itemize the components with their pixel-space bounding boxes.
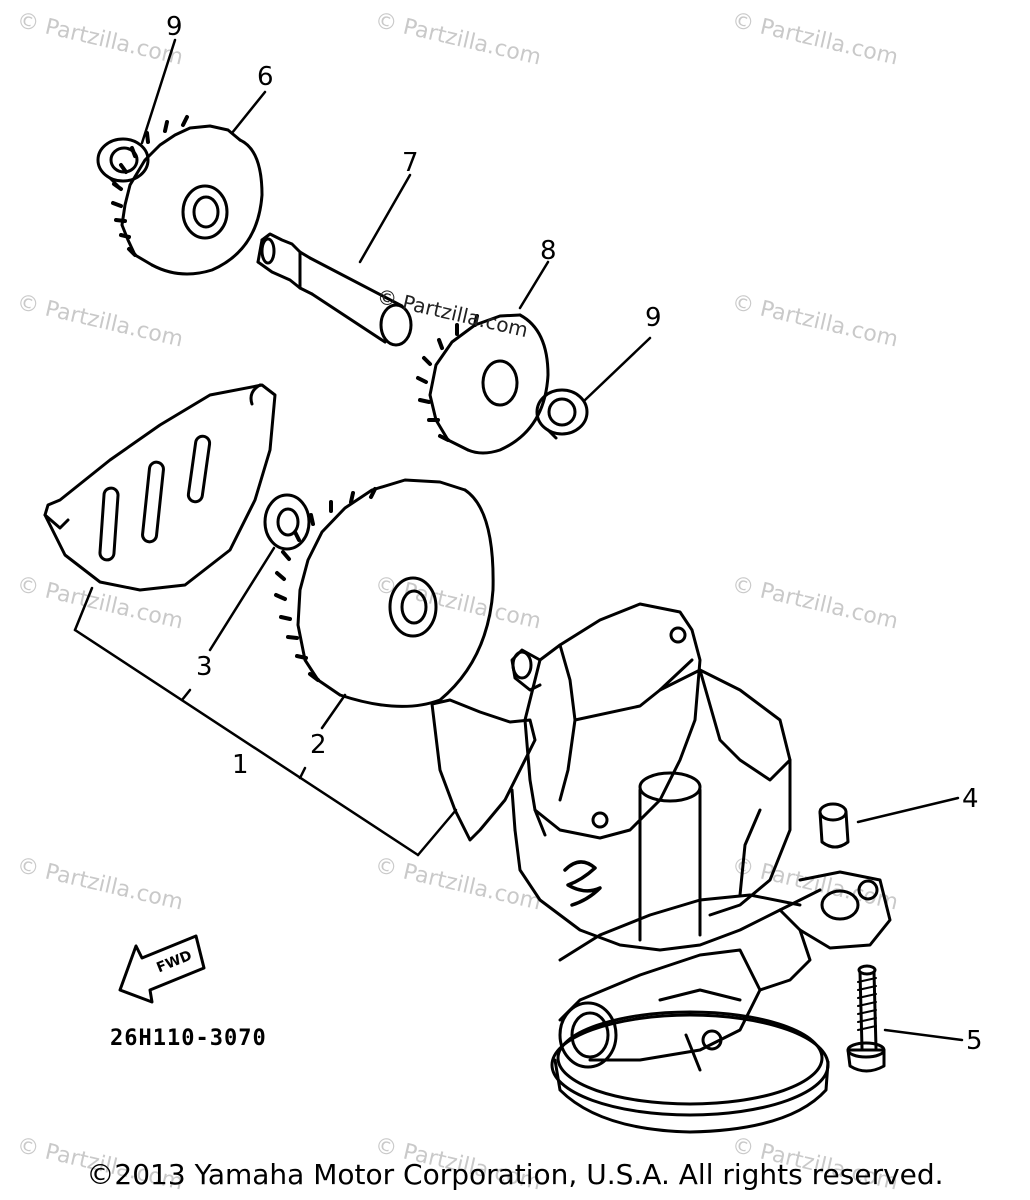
callout-2: 2 — [310, 730, 327, 760]
oil-pump-body — [430, 602, 892, 1134]
leader-4 — [856, 796, 960, 824]
callout-4: 4 — [962, 784, 979, 814]
leader-5 — [883, 1028, 964, 1042]
copyright-notice: ©2013 Yamaha Motor Corporation, U.S.A. A… — [86, 1158, 944, 1191]
gear-part-2 — [274, 478, 495, 708]
pump-cover — [43, 383, 277, 592]
callout-7: 7 — [402, 148, 419, 178]
callout-3: 3 — [196, 652, 213, 682]
washer-part-3 — [263, 493, 311, 551]
leader-2 — [320, 693, 347, 730]
assembly-bracket — [73, 586, 458, 857]
leader-9-top — [140, 38, 177, 145]
diagram-code: 26H110-3070 — [110, 1026, 267, 1051]
circlip-part-9-right — [535, 388, 589, 440]
circlip-part-9-top — [96, 137, 150, 188]
leader-7 — [358, 173, 412, 264]
shaft-part-7 — [256, 232, 413, 347]
bolt-part-5 — [846, 964, 886, 1073]
callout-1: 1 — [232, 750, 249, 780]
callout-6: 6 — [257, 62, 274, 92]
leader-6 — [230, 90, 267, 135]
callout-9-right: 9 — [645, 303, 662, 333]
callout-9-top: 9 — [166, 12, 183, 42]
forward-arrow-icon — [118, 934, 206, 1004]
leader-3 — [208, 546, 276, 652]
callout-5: 5 — [966, 1026, 983, 1056]
callout-8: 8 — [540, 236, 557, 266]
dowel-part-4 — [818, 802, 850, 849]
gear-part-8 — [416, 313, 550, 455]
gear-part-6 — [111, 115, 264, 276]
leader-9-right — [583, 336, 652, 402]
leader-8 — [518, 260, 550, 310]
